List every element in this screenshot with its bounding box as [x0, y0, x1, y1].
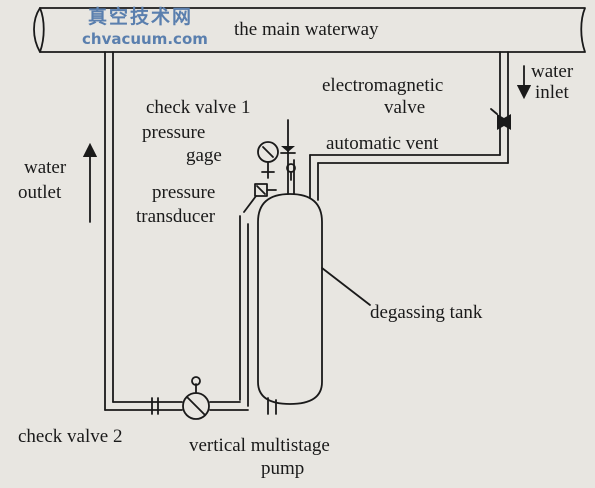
- pressure-gage-label-line1: pressure: [142, 122, 206, 143]
- check-valve-2-label: check valve 2: [18, 426, 123, 447]
- automatic-vent-label: automatic vent: [326, 133, 439, 154]
- watermark-chinese: 真空技术网: [88, 6, 194, 28]
- transducer-leader: [243, 195, 257, 213]
- pump-symbol: [182, 376, 210, 420]
- vertical-pump-label-line2: pump: [261, 458, 305, 479]
- vertical-pump-label-line1: vertical multistage: [189, 435, 330, 456]
- check-valve-2-symbol: [151, 397, 159, 415]
- pressure-gage-label-line2: gage: [186, 145, 222, 166]
- water-outlet-label-line1: water: [24, 157, 67, 178]
- main-waterway-left-break: [33, 7, 41, 53]
- water-inlet-label-line1: water: [531, 61, 574, 82]
- water-inlet-label-line2: inlet: [535, 82, 569, 103]
- electromagnetic-valve-label-line2: valve: [384, 97, 426, 118]
- degassing-tank-label: degassing tank: [370, 302, 483, 323]
- water-outlet-label-line2: outlet: [18, 182, 62, 203]
- main-waterway-label: the main waterway: [234, 19, 379, 40]
- pressure-gage-symbol: [257, 141, 279, 179]
- pressure-transducer-symbol: [254, 183, 277, 197]
- pressure-transducer-label-line1: pressure: [152, 182, 216, 203]
- pressure-transducer-label-line2: transducer: [136, 206, 216, 227]
- check-valve-1-label: check valve 1: [146, 97, 251, 118]
- electromagnetic-valve-symbol: [490, 108, 511, 130]
- degassing-tank-body: [257, 193, 323, 405]
- degassing-tank-leader: [321, 267, 371, 306]
- automatic-vent-symbol: [286, 163, 296, 181]
- check-valve-1-symbol: [280, 146, 296, 154]
- watermark-url: chvacuum.com: [82, 30, 208, 48]
- main-waterway-pipe: [39, 7, 586, 53]
- electromagnetic-valve-label-line1: electromagnetic: [322, 75, 444, 96]
